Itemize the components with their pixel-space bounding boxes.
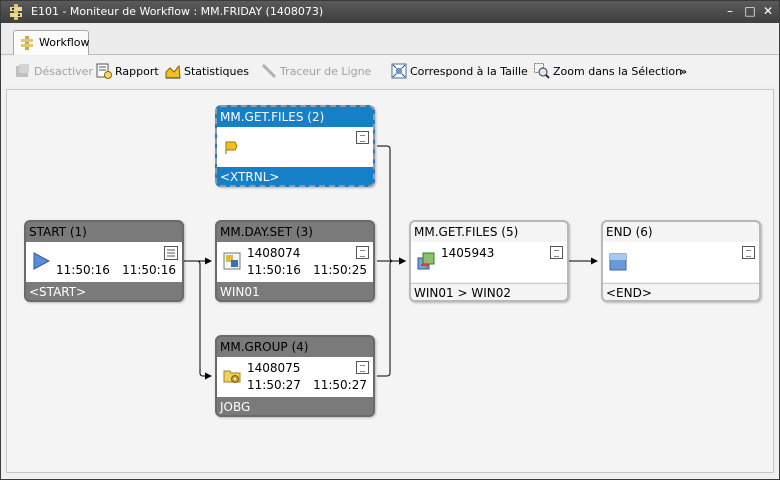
line-tracer-label: Traceur de Ligne [280,65,372,78]
node-start-title: START (1) [29,225,87,239]
node-dayset-end-time: 11:50:25 [313,263,367,277]
node-getfiles-5-job-id: 1405943 [441,246,495,260]
node-group-title: MM.GROUP (4) [220,340,309,354]
tab-workflow-label: Workflow [39,36,90,49]
node-group[interactable]: MM.GROUP (4) 1408075 11:50:27 11:50:27 J… [215,335,375,417]
node-getfiles-5-body: 1405943 [411,242,567,282]
fit-to-size-label: Correspond à la Taille [410,65,528,78]
play-icon [33,252,50,270]
node-group-body: 1408075 11:50:27 11:50:27 [217,357,373,397]
node-dayset-footer: WIN01 [220,285,260,299]
workflow-connections [184,145,598,380]
node-group-footer: JOBG [220,400,251,414]
folder-gear-icon [223,370,241,383]
line-tracer-icon [261,63,277,79]
window-title: E101 - Moniteur de Workflow : MM.FRIDAY … [31,5,324,18]
tab-workflow[interactable]: Workflow [13,30,90,55]
transfer-icon [417,252,435,270]
app-icon [10,4,22,20]
toolbar: Désactiver Rapport Statistiques Traceur … [1,56,779,86]
disable-icon [16,64,29,77]
node-dayset-start-time: 11:50:16 [247,263,301,277]
node-getfiles-5-menu-icon[interactable] [550,246,563,259]
close-icon[interactable]: ✕ [762,4,774,18]
node-dayset-title: MM.DAY.SET (3) [220,225,313,239]
node-getfiles-2-menu-icon[interactable] [356,131,369,144]
workflow-icon [21,36,33,50]
node-end-footer: <END> [603,283,759,300]
node-start-body: 11:50:16 11:50:16 [26,242,182,282]
node-dayset[interactable]: MM.DAY.SET (3) 1408074 11:50:16 11:50:25… [215,220,375,302]
node-end-body [603,242,759,282]
more-tools-button[interactable]: » [680,65,687,83]
node-getfiles-2-footer: <XTRNL> [220,170,280,184]
node-group-job-id: 1408075 [247,361,301,375]
statistics-label: Statistiques [184,65,249,78]
job-icon [223,252,241,270]
node-start-footer: <START> [29,285,87,299]
link-start-group [184,260,212,380]
minimize-icon[interactable]: – [727,4,733,18]
fit-to-size-icon [391,63,407,79]
node-getfiles-5-footer: WIN01 > WIN02 [411,283,567,300]
title-bar[interactable]: E101 - Moniteur de Workflow : MM.FRIDAY … [1,1,779,23]
node-group-menu-icon[interactable] [356,361,369,374]
external-job-icon [225,141,238,154]
node-dayset-body: 1408074 11:50:16 11:50:25 [217,242,373,282]
node-group-start-time: 11:50:27 [247,378,301,392]
node-getfiles-5-title: MM.GET.FILES (5) [414,225,519,239]
node-start[interactable]: START (1) 11:50:16 11:50:16 <START> [24,220,184,302]
link-getfiles2-getfiles5 [377,145,406,265]
node-getfiles-2-title: MM.GET.FILES (2) [220,110,325,124]
node-dayset-job-id: 1408074 [247,246,301,260]
report-icon [96,63,112,79]
tab-strip: Workflow [1,23,779,55]
end-icon [609,253,627,271]
node-getfiles-2-body [217,127,373,167]
report-doc-icon[interactable] [164,246,178,260]
more-tools-icon: » [680,65,688,78]
node-start-end-time: 11:50:16 [122,263,176,277]
node-end[interactable]: END (6) <END> [601,220,761,302]
link-group-getfiles5 [377,257,406,377]
maximize-icon[interactable]: □ [744,4,756,18]
node-getfiles-5[interactable]: MM.GET.FILES (5) 1405943 WIN01 > WIN02 [409,220,569,302]
zoom-icon [534,63,550,79]
disable-label: Désactiver [34,65,93,78]
node-getfiles-2[interactable]: MM.GET.FILES (2) <XTRNL> [215,105,375,187]
report-label: Rapport [115,65,159,78]
statistics-icon [165,64,181,79]
node-dayset-menu-icon[interactable] [356,246,369,259]
node-group-end-time: 11:50:27 [313,378,367,392]
node-end-menu-icon[interactable] [742,246,755,259]
zoom-selection-label: Zoom dans la Sélection [553,65,683,78]
workflow-canvas[interactable]: START (1) 11:50:16 11:50:16 <START> MM.G… [6,89,774,473]
node-end-title: END (6) [606,225,653,239]
node-start-start-time: 11:50:16 [56,263,110,277]
